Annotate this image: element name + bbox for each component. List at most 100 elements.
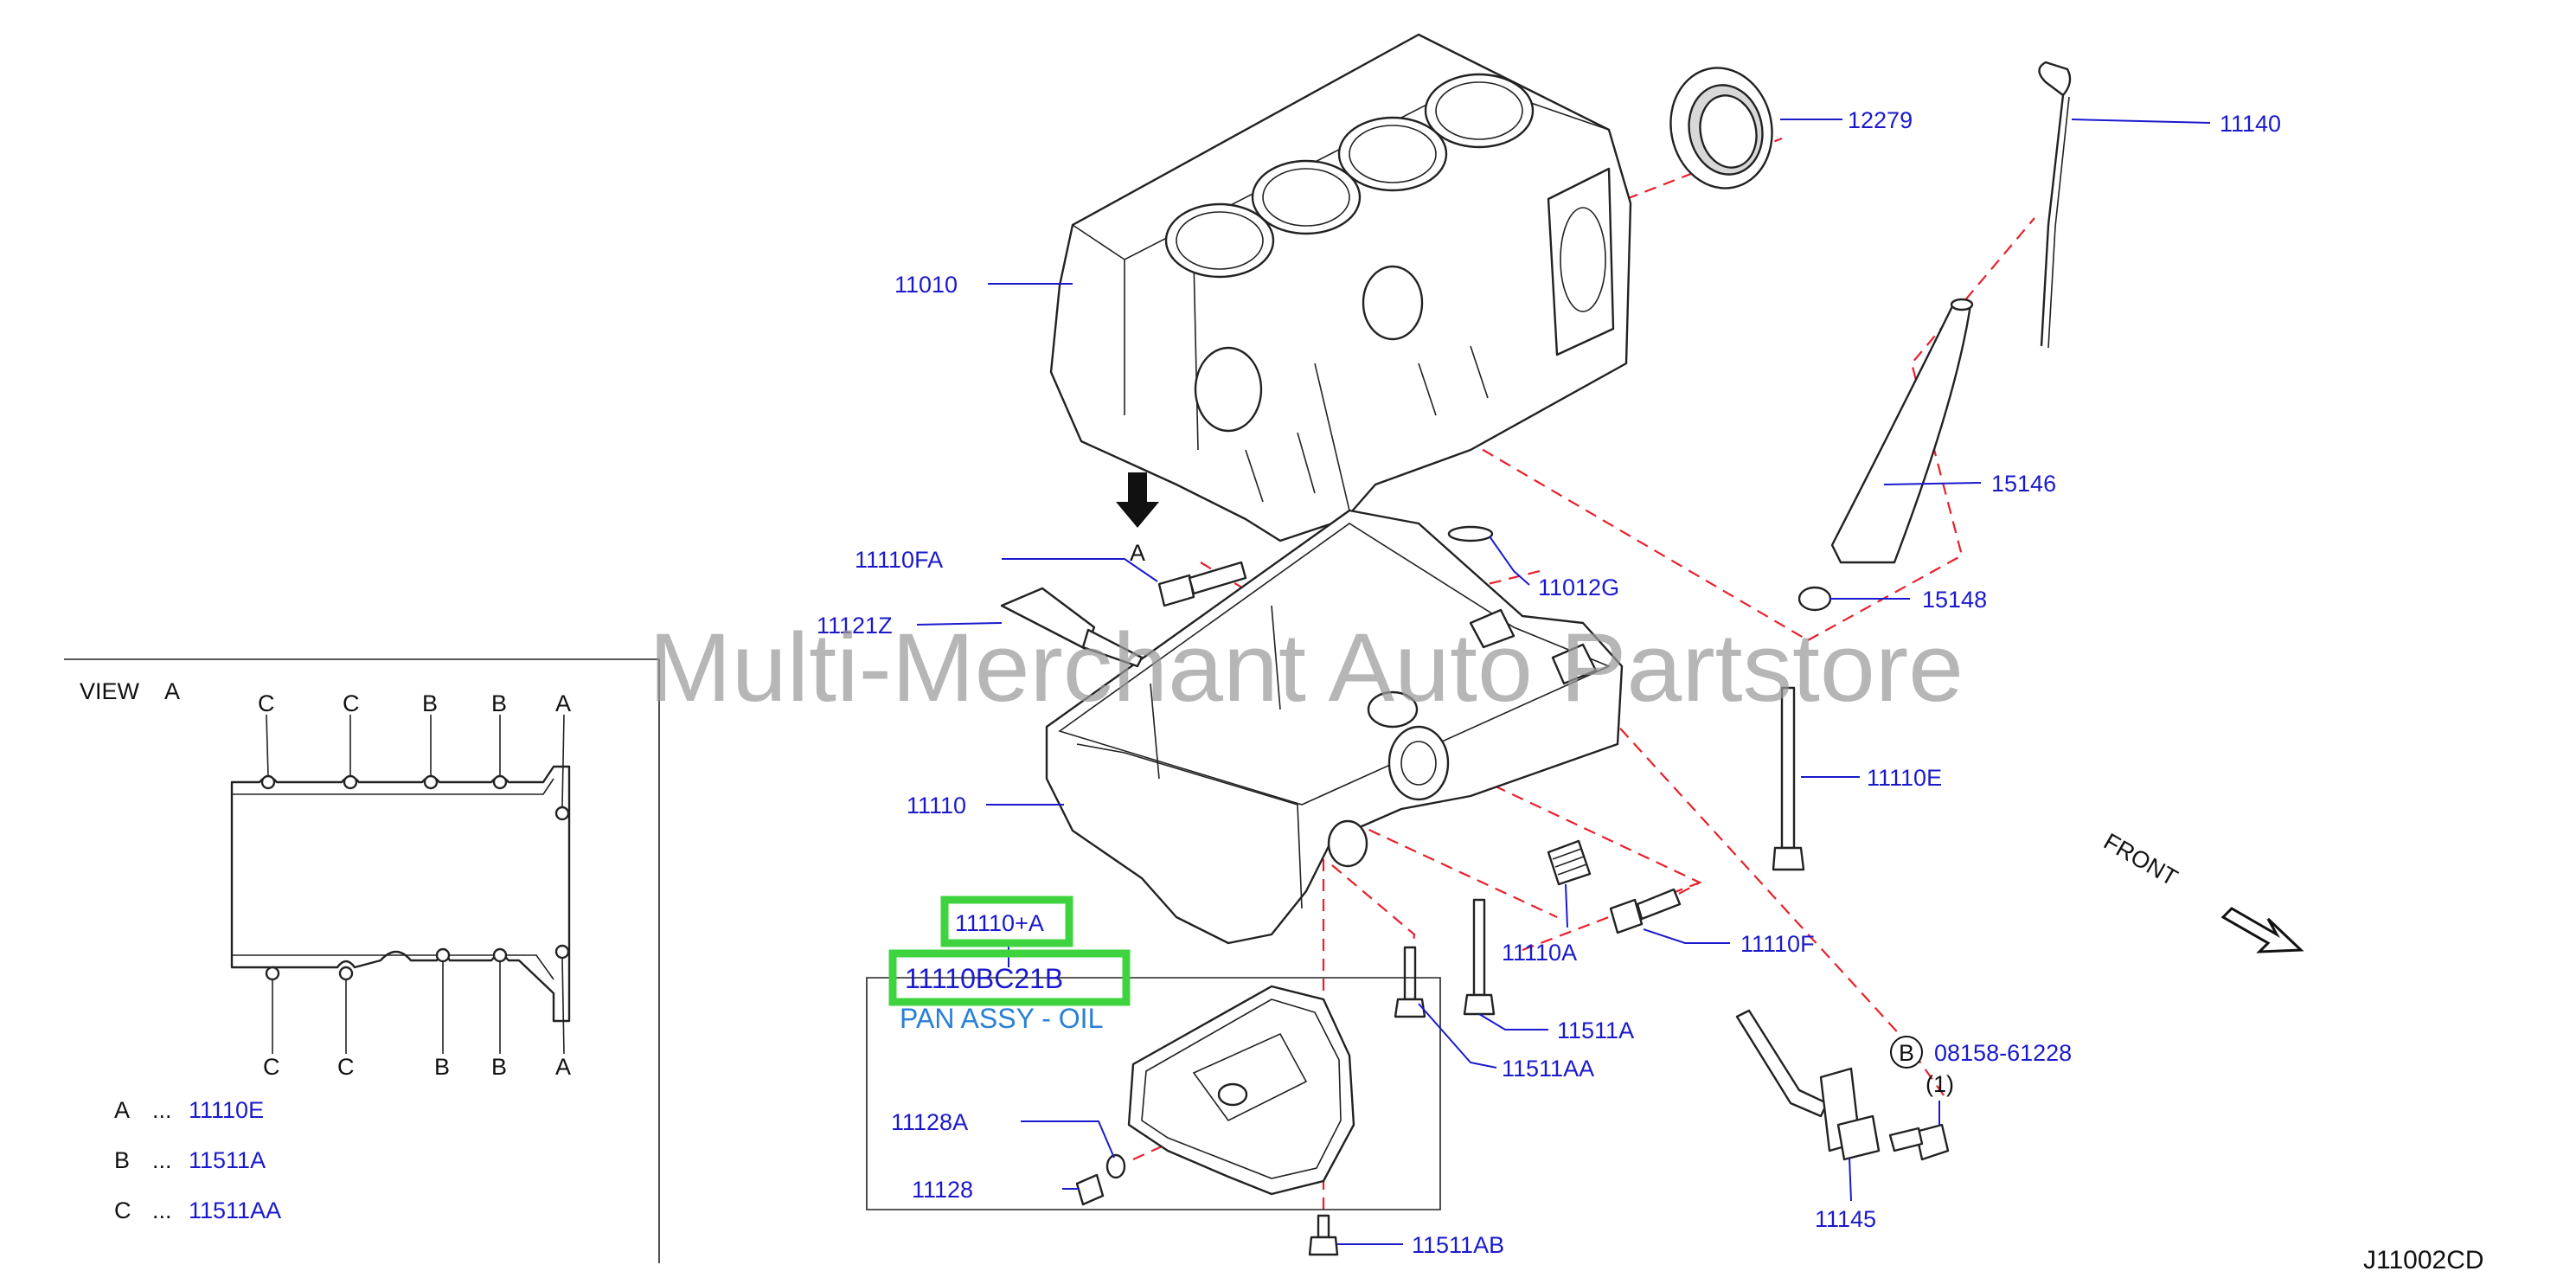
label-12279[interactable]: 12279 xyxy=(1848,107,1913,133)
bolt-thread xyxy=(1188,561,1247,595)
down-arrow-icon xyxy=(1116,472,1159,528)
bolt-11511AB[interactable] xyxy=(1308,1214,1339,1256)
label-15146[interactable]: 15146 xyxy=(1991,471,2056,497)
legend: A ... 11110E B ... 11511A C ... 11511AA xyxy=(114,1097,281,1223)
legend-dots: ... xyxy=(152,1197,172,1223)
drain-plug-11128[interactable] xyxy=(1075,1173,1105,1206)
dipstick-rod xyxy=(2040,94,2065,347)
bolt-head xyxy=(1914,1123,1950,1161)
guide-tube-o-ring[interactable] xyxy=(1797,586,1832,612)
sealant-tube-11121Z[interactable] xyxy=(1000,587,1144,668)
leader-11140 xyxy=(2071,119,2211,124)
bolt-11110E[interactable] xyxy=(1772,686,1805,871)
label-11110A[interactable]: 11110A xyxy=(1502,940,1577,966)
view-a-top-marker: C xyxy=(258,690,275,716)
label-11128A[interactable]: 11128A xyxy=(891,1109,968,1135)
oil-pan-upper-boss xyxy=(1387,725,1450,801)
drain-washer-11128A[interactable] xyxy=(1105,1153,1126,1179)
oil-pan-upper-lug xyxy=(1551,643,1598,685)
leader-11128A xyxy=(1021,1120,1115,1159)
label-11010[interactable]: 11010 xyxy=(894,272,958,298)
oil-dipstick[interactable] xyxy=(2038,61,2072,349)
bore-inner xyxy=(1349,125,1437,183)
pan-assy-description: PAN ASSY - OIL xyxy=(900,1003,1103,1034)
cylinder-block[interactable] xyxy=(1049,33,1632,542)
dash-line xyxy=(1331,864,1416,977)
label-11110[interactable]: 11110 xyxy=(907,793,966,819)
legend-part-11511A[interactable]: 11511A xyxy=(189,1147,266,1173)
block-ribs xyxy=(1245,345,1489,503)
dipstick-guide-tube[interactable] xyxy=(1830,298,1974,564)
label-11110F[interactable]: 11110F xyxy=(1740,931,1815,957)
guide-tube-body xyxy=(1830,303,1972,564)
dash-line xyxy=(1470,569,1541,590)
label-11012G[interactable]: 11012G xyxy=(1538,575,1619,600)
oil-pan-upper[interactable] xyxy=(1045,509,1624,945)
view-a-hole xyxy=(435,947,451,963)
legend-part-11511AA[interactable]: 11511AA xyxy=(189,1197,281,1223)
legend-key: A xyxy=(114,1097,130,1123)
bolt-11110FA[interactable] xyxy=(1157,561,1247,607)
bolt-08158-61228[interactable] xyxy=(1888,1123,1950,1161)
label-08158-61228[interactable]: 08158-61228 xyxy=(1934,1040,2072,1066)
bolt-shank xyxy=(1317,1214,1330,1239)
view-a-hole xyxy=(554,806,570,821)
label-11511AA[interactable]: 11511AA xyxy=(1502,1056,1594,1082)
gasket-11012G[interactable] xyxy=(1447,525,1494,542)
cylinder-block-body xyxy=(1049,33,1632,542)
view-a-hole xyxy=(338,966,354,981)
view-a-bottom-leaders xyxy=(272,957,565,1055)
oil-pan-upper-boss-inner xyxy=(1400,741,1437,786)
view-a-arrow: A xyxy=(1116,472,1159,566)
label-11110BC21B[interactable]: 11110BC21B xyxy=(905,963,1063,994)
dipstick-handle xyxy=(2038,61,2072,97)
leader-11110FA xyxy=(1002,558,1158,582)
view-a-top-leaders xyxy=(266,714,565,808)
cylinder-bore-2 xyxy=(1251,159,1362,235)
label-11121Z[interactable]: 11121Z xyxy=(817,613,893,639)
legend-key: B xyxy=(114,1147,130,1173)
view-a-inset: VIEW A C C B B A C C B B A xyxy=(64,658,660,1263)
legend-part-11110E[interactable]: 11110E xyxy=(189,1097,264,1123)
rear-oil-seal[interactable] xyxy=(1660,58,1784,197)
oil-pan-upper-port xyxy=(1327,819,1368,868)
block-rear-bore xyxy=(1560,207,1606,312)
label-11128[interactable]: 11128 xyxy=(912,1177,973,1203)
oil-strainer-11145[interactable] xyxy=(1735,1009,1881,1161)
view-a-letter: A xyxy=(164,678,180,704)
bolt-11511A[interactable] xyxy=(1463,898,1496,1016)
bolt-head xyxy=(1394,998,1426,1018)
view-a-hole xyxy=(265,966,280,981)
label-11140[interactable]: 11140 xyxy=(2220,111,2281,137)
bolt-11511AA[interactable] xyxy=(1394,946,1426,1018)
label-11110FA[interactable]: 11110FA xyxy=(855,547,943,573)
label-11110-plus-a[interactable]: 11110+A xyxy=(955,910,1044,936)
bore-inner xyxy=(1262,168,1350,227)
block-boss xyxy=(1194,346,1263,433)
label-11511A[interactable]: 11511A xyxy=(1557,1018,1634,1043)
pan-assy-bracket xyxy=(866,977,1441,1210)
leader-11511A xyxy=(1478,1013,1548,1030)
view-a-bottom-marker: B xyxy=(434,1054,450,1080)
view-a-title: VIEW xyxy=(80,678,140,704)
leader-lines xyxy=(916,119,2211,1245)
label-15148[interactable]: 15148 xyxy=(1922,587,1987,613)
legend-dots: ... xyxy=(152,1097,172,1123)
label-11145[interactable]: 11145 xyxy=(1815,1206,1876,1232)
highlighted-pan-assy[interactable]: 11110+A 11110BC21B PAN ASSY - OIL xyxy=(888,896,1131,1034)
oil-pan-upper-lug xyxy=(1469,608,1515,649)
view-a-top-marker: C xyxy=(343,690,360,716)
view-a-hole xyxy=(554,944,570,960)
label-11110E[interactable]: 11110E xyxy=(1867,765,1942,791)
bolt-11110F[interactable] xyxy=(1609,888,1682,934)
oil-pan-lower[interactable] xyxy=(866,977,1441,1210)
label-11511AB[interactable]: 11511AB xyxy=(1412,1232,1504,1258)
oil-pan-lower-sump xyxy=(1192,1032,1308,1122)
oil-pan-lower-flange xyxy=(1141,998,1342,1179)
view-a-pan-outline xyxy=(230,765,571,1023)
cylinder-bore-1 xyxy=(1164,202,1275,279)
leader-15146 xyxy=(1883,482,1982,485)
stud-11110A[interactable] xyxy=(1547,839,1592,886)
view-a-inner-edge xyxy=(232,778,554,795)
